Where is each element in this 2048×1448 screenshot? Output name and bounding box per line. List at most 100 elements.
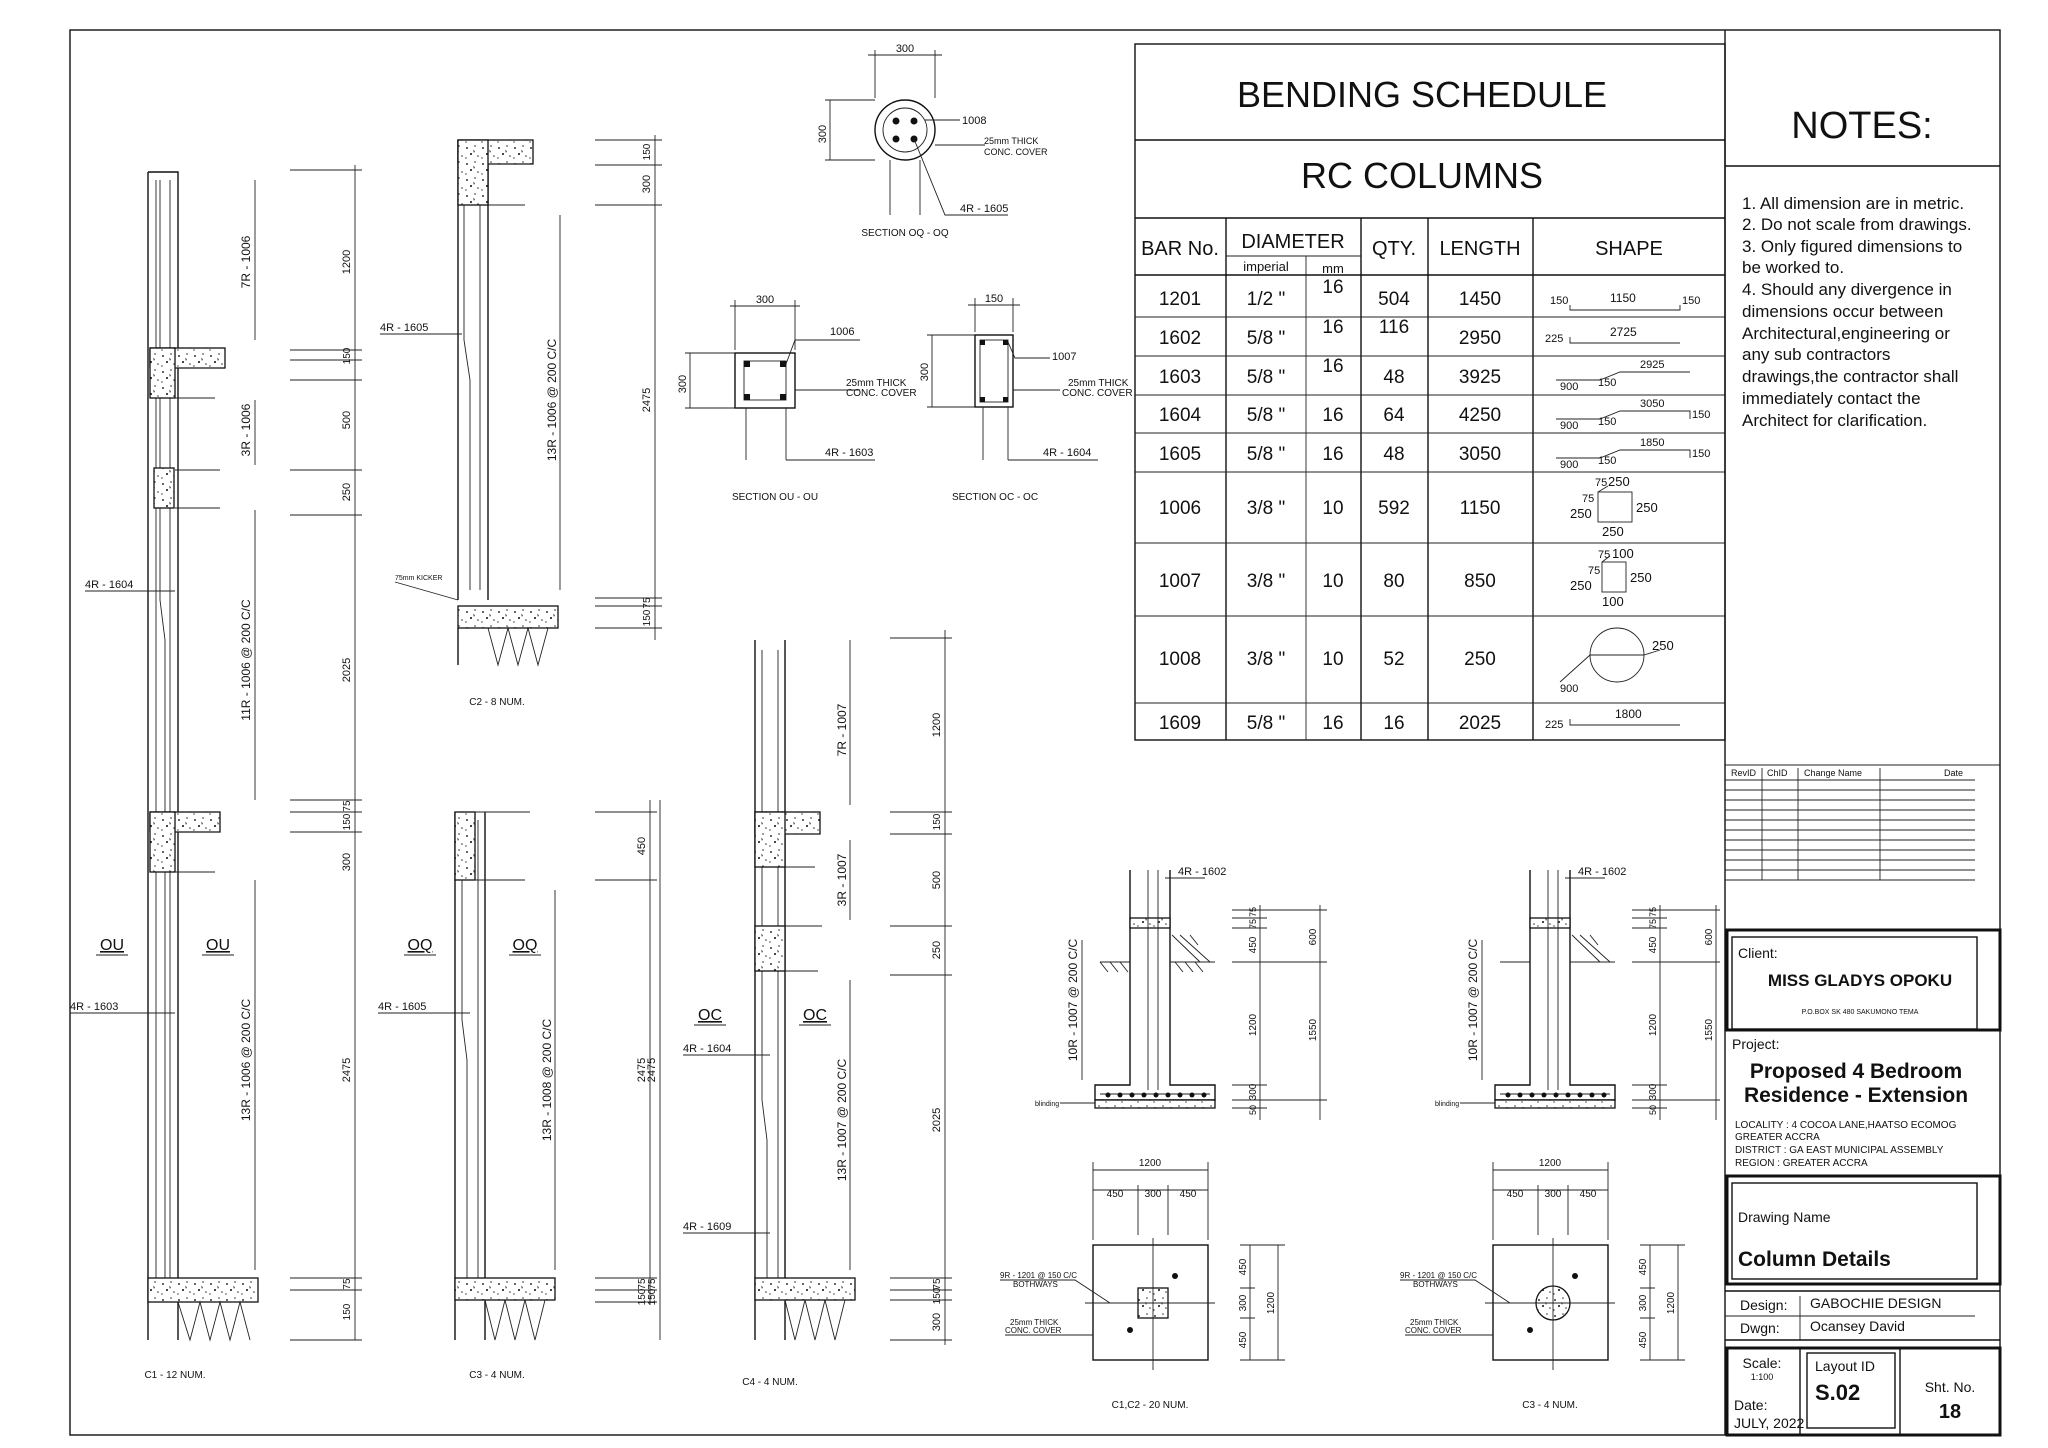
note-line: 4. Should any divergence in bbox=[1742, 280, 1952, 299]
c1-dim: 150 bbox=[342, 347, 353, 364]
region: REGION : GREATER ACCRA bbox=[1735, 1158, 1868, 1169]
c2-caption: C2 - 8 NUM. bbox=[469, 697, 525, 708]
project-label: Project: bbox=[1732, 1036, 1779, 1052]
footing-dim: 450 bbox=[1648, 936, 1659, 953]
section-ou-width: 300 bbox=[756, 294, 774, 306]
row-mm: 16 bbox=[1322, 317, 1343, 338]
row-imperial: 5/8 " bbox=[1247, 713, 1285, 734]
plan-part: 450 bbox=[1507, 1189, 1524, 1200]
layout-id-value: S.02 bbox=[1815, 1380, 1860, 1405]
shape-dim: 150 bbox=[1598, 416, 1616, 428]
shape-dim: 150 bbox=[1598, 377, 1616, 389]
row-mm: 16 bbox=[1322, 405, 1343, 426]
client-address: P.O.BOX SK 480 SAKUMONO TEMA bbox=[1802, 1009, 1919, 1016]
c1-kicker bbox=[147, 1277, 259, 1303]
scale-label: Scale: bbox=[1743, 1355, 1782, 1371]
footing-dim: 300 bbox=[1248, 1083, 1259, 1100]
footing-links: 10R - 1007 @ 200 C/C bbox=[1466, 939, 1480, 1062]
row-imperial: 5/8 " bbox=[1247, 328, 1285, 349]
shape-dim: 150 bbox=[1598, 455, 1616, 467]
footing-dim: 300 bbox=[1648, 1083, 1659, 1100]
c3-dim: 450 bbox=[636, 837, 648, 855]
row-length: 2950 bbox=[1459, 328, 1501, 349]
shape-dim: 900 bbox=[1560, 381, 1578, 393]
footing-blinding: blinding bbox=[1035, 1101, 1059, 1108]
ch-id-header: ChID bbox=[1767, 768, 1788, 778]
change-name-header: Change Name bbox=[1804, 768, 1862, 778]
plan-side-total: 1200 bbox=[1666, 1291, 1677, 1314]
shape-1007: 75 100 75 250 250 100 bbox=[1570, 546, 1652, 609]
shape-1609: 225 1800 bbox=[1545, 707, 1680, 731]
plan-mesh: 9R - 1201 @ 150 C/C bbox=[1400, 1271, 1477, 1280]
c4-caption: C4 - 4 NUM. bbox=[742, 1377, 798, 1388]
c3-dim: 2475 bbox=[636, 1058, 648, 1082]
c3-dim: 75 bbox=[637, 1278, 648, 1290]
date-label: Date: bbox=[1734, 1397, 1767, 1413]
locality: LOCALITY : 4 COCOA LANE,HAATSO ECOMOG bbox=[1735, 1120, 1957, 1131]
section-oq-tie: 1008 bbox=[962, 115, 986, 127]
c4-dim-left: 150 bbox=[647, 1288, 658, 1305]
c1-caption: C1 - 12 NUM. bbox=[144, 1370, 205, 1381]
shape-1603: 900 150 2925 bbox=[1556, 359, 1690, 393]
column-c4: 7R - 1007 3R - 1007 13R - 1007 @ 200 C/C… bbox=[646, 630, 952, 1388]
c1-dim: 150 bbox=[342, 1303, 353, 1320]
column-c2: 13R - 1006 @ 200 C/C 4R - 1605 75mm KICK… bbox=[380, 135, 662, 708]
shape-dim: 250 bbox=[1636, 500, 1658, 515]
c1-dim: 300 bbox=[341, 853, 353, 871]
section-ou-bars: 4R - 1603 bbox=[825, 447, 873, 459]
shape-dim: 150 bbox=[1682, 295, 1700, 307]
footing-links: 10R - 1007 @ 200 C/C bbox=[1066, 939, 1080, 1062]
shape-dim: 75 bbox=[1598, 549, 1610, 561]
c4-dim: 2025 bbox=[931, 1108, 943, 1132]
section-oq-width: 300 bbox=[896, 43, 914, 55]
section-oc-width: 150 bbox=[985, 293, 1003, 305]
client-label: Client: bbox=[1738, 945, 1778, 961]
plan-side: 450 bbox=[1238, 1258, 1249, 1275]
notes-title: NOTES: bbox=[1791, 105, 1932, 147]
c1-cut-right: OU bbox=[206, 937, 230, 954]
shape-dim: 75 bbox=[1595, 477, 1607, 489]
footing-c3: 4R - 1602 10R - 1007 @ 200 C/C blinding … bbox=[1400, 866, 1720, 1411]
shape-1008: 250 900 bbox=[1559, 627, 1674, 695]
c1-dim: 75 bbox=[342, 800, 353, 812]
row-bar: 1603 bbox=[1159, 367, 1201, 388]
sheet-no-label: Sht. No. bbox=[1925, 1379, 1976, 1395]
footing-bar: 4R - 1602 bbox=[1178, 866, 1226, 878]
note-line: be worked to. bbox=[1742, 258, 1844, 277]
plan-side: 450 bbox=[1638, 1258, 1649, 1275]
c1-beam-mid bbox=[153, 467, 175, 509]
shape-1201: 150 1150 150 bbox=[1550, 291, 1700, 311]
shape-dim: 75 bbox=[1588, 565, 1600, 577]
plan-cover-2: CONC. COVER bbox=[1005, 1326, 1062, 1335]
column-c3: 13R - 1008 @ 200 C/C 4R - 1605 OQ OQ 450… bbox=[378, 800, 657, 1381]
plan-side: 300 bbox=[1638, 1294, 1649, 1311]
c4-dim-left: 2475 bbox=[646, 1058, 658, 1082]
footing-dim: 75 bbox=[1648, 919, 1658, 929]
drawing-name-label: Drawing Name bbox=[1738, 1209, 1831, 1225]
bending-schedule: BENDING SCHEDULE RC COLUMNS BAR No. DIAM… bbox=[1134, 43, 1726, 741]
c3-links: 13R - 1008 @ 200 C/C bbox=[540, 1019, 554, 1142]
c1-dim: 500 bbox=[341, 411, 353, 429]
project-line1: Proposed 4 Bedroom bbox=[1750, 1060, 1962, 1083]
row-length: 250 bbox=[1464, 649, 1496, 670]
row-imperial: 5/8 " bbox=[1247, 367, 1285, 388]
note-line: 2. Do not scale from drawings. bbox=[1742, 215, 1972, 234]
note-line: any sub contractors bbox=[1742, 345, 1890, 364]
title-block: Client: MISS GLADYS OPOKU P.O.BOX SK 480… bbox=[1725, 928, 2002, 1437]
row-qty: 592 bbox=[1378, 498, 1410, 519]
row-mm: 16 bbox=[1322, 356, 1343, 377]
row-imperial: 5/8 " bbox=[1247, 444, 1285, 465]
scale-value: 1:100 bbox=[1751, 1372, 1774, 1382]
section-oc-title: SECTION OC - OC bbox=[952, 492, 1038, 503]
header-bar-no: BAR No. bbox=[1141, 238, 1219, 260]
row-imperial: 3/8 " bbox=[1247, 571, 1285, 592]
c3-cut-right: OQ bbox=[513, 937, 538, 954]
plan-side: 450 bbox=[1638, 1331, 1649, 1348]
layout-id-label: Layout ID bbox=[1815, 1358, 1875, 1374]
schedule-subtitle: RC COLUMNS bbox=[1301, 155, 1543, 196]
note-line: immediately contact the bbox=[1742, 389, 1921, 408]
c3-dim: 150 bbox=[637, 1288, 648, 1305]
shape-dim: 250 bbox=[1630, 570, 1652, 585]
section-oc-height: 300 bbox=[919, 363, 931, 381]
